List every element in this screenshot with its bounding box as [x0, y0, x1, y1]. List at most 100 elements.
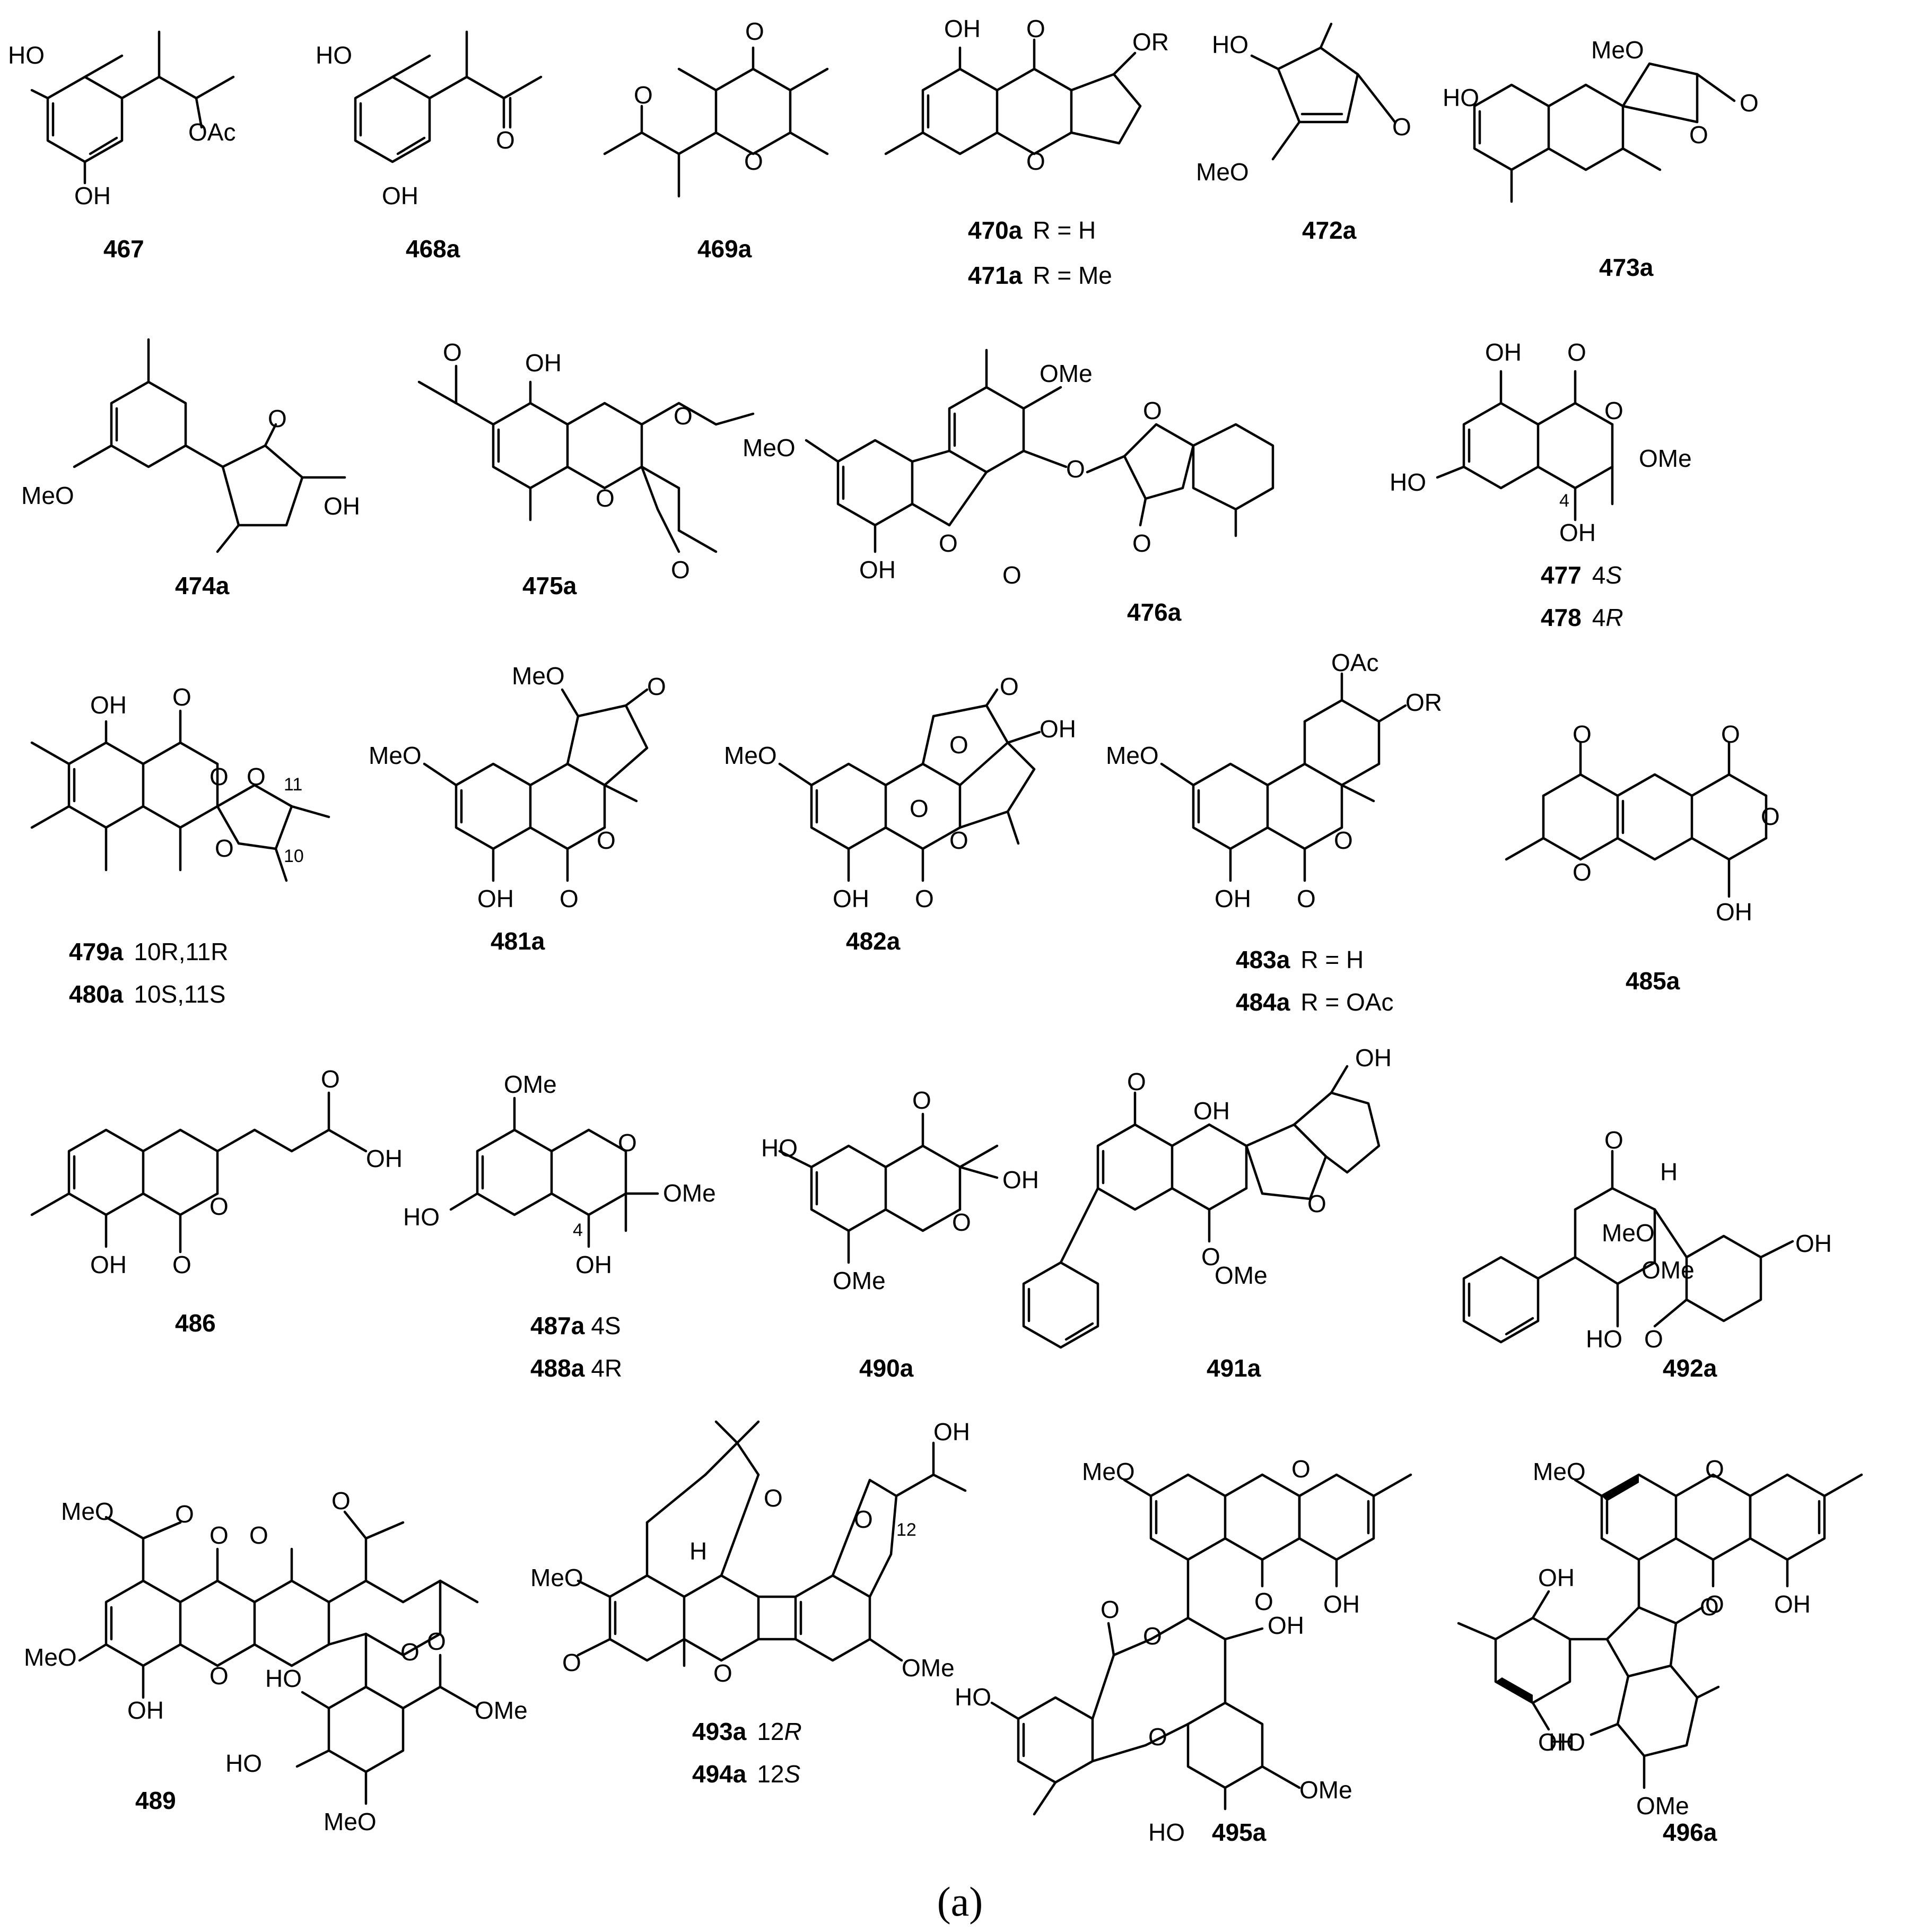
svg-text:HO: HO [265, 1665, 302, 1692]
structure-468a: HO OH O [316, 30, 543, 210]
svg-text:O: O [1026, 147, 1045, 175]
svg-text:MeO: MeO [1591, 36, 1644, 64]
svg-text:HO: HO [1549, 1728, 1585, 1756]
svg-text:O: O [1307, 1190, 1326, 1217]
svg-text:O: O [1644, 1325, 1663, 1353]
svg-text:O: O [1002, 561, 1021, 589]
structure-472a: HO O MeO [1196, 22, 1411, 186]
svg-text:OAc: OAc [188, 118, 235, 146]
svg-text:O: O [1201, 1243, 1220, 1270]
svg-text:O: O [764, 1484, 783, 1512]
compound-label: 492a [1663, 1354, 1717, 1382]
svg-text:HO: HO [316, 41, 352, 69]
structure-487a-488a: OMe O OMe HO OH 4 [403, 1071, 716, 1278]
svg-text:OMe: OMe [475, 1696, 528, 1724]
compound-label: 489 [135, 1787, 176, 1814]
svg-text:OMe: OMe [1215, 1261, 1268, 1289]
svg-text:MeO: MeO [1082, 1458, 1135, 1485]
compound-label: 490a [859, 1354, 914, 1382]
compound-label: 476a [1127, 598, 1182, 626]
svg-text:HO: HO [1212, 31, 1248, 58]
svg-text:MeO: MeO [1106, 742, 1159, 769]
structure-496a: MeO O O OH OH O OH HO OMe [1457, 1455, 1863, 1820]
structure-470a-471a: OH O O OR [884, 15, 1169, 175]
svg-text:O: O [209, 1662, 229, 1690]
svg-text:OH: OH [525, 349, 562, 377]
svg-text:OH: OH [1323, 1590, 1360, 1618]
svg-text:O: O [1132, 529, 1151, 557]
svg-text:OMe: OMe [504, 1071, 557, 1098]
svg-text:OH: OH [477, 885, 514, 912]
svg-text:O: O [1392, 113, 1411, 141]
svg-text:O: O [172, 683, 191, 711]
svg-text:OH: OH [1193, 1097, 1230, 1125]
svg-text:HO: HO [403, 1203, 440, 1231]
svg-text:O: O [1573, 720, 1592, 748]
svg-text:OMe: OMe [833, 1267, 886, 1294]
svg-text:OMe: OMe [1641, 1256, 1695, 1284]
svg-text:O: O [647, 673, 666, 700]
svg-text:OH: OH [1538, 1728, 1575, 1756]
svg-text:O: O [1604, 397, 1623, 424]
structure-481a: MeO O MeO O OH O [369, 662, 666, 912]
svg-text:OH: OH [74, 182, 111, 210]
svg-text:OH: OH [1795, 1230, 1832, 1257]
svg-text:HO: HO [1390, 468, 1426, 496]
svg-text:OH: OH [382, 182, 418, 210]
panel-label: (a) [937, 1878, 983, 1925]
svg-text:O: O [268, 405, 287, 432]
svg-text:OR: OR [1132, 28, 1169, 56]
compound-label: 485a [1626, 967, 1680, 995]
svg-text:O: O [496, 126, 515, 154]
compound-label: 486 [175, 1309, 216, 1337]
svg-text:O: O [1721, 720, 1740, 748]
svg-text:11: 11 [284, 774, 302, 795]
svg-text:MeO: MeO [743, 434, 796, 462]
compound-label: 474a [175, 572, 230, 599]
svg-text:HO: HO [8, 41, 45, 69]
structure-493a-494a: OH O O H 12 MeO O O OMe [530, 1418, 970, 1687]
svg-text:OH: OH [575, 1251, 612, 1278]
structure-479a-480a: OH O O O O 11 10 [30, 683, 330, 882]
svg-text:OH: OH [1485, 338, 1522, 366]
structure-469a: O O O [603, 18, 829, 198]
svg-text:O: O [744, 147, 763, 175]
compound-label: 469a [697, 235, 752, 263]
svg-text:O: O [939, 529, 958, 557]
svg-text:O: O [1700, 1593, 1719, 1621]
svg-text:OH: OH [1559, 519, 1596, 546]
svg-text:MeO: MeO [724, 742, 777, 769]
svg-text:OH: OH [1040, 715, 1076, 743]
svg-text:OH: OH [1268, 1612, 1304, 1639]
svg-text:O: O [597, 826, 616, 854]
structure-475a: OH O O O O [417, 338, 755, 584]
svg-text:O: O [562, 1649, 581, 1676]
svg-text:O: O [634, 81, 653, 109]
structure-485a: O O O O OH [1505, 720, 1780, 926]
svg-text:O: O [1604, 1126, 1623, 1154]
svg-text:OH: OH [366, 1145, 403, 1172]
svg-text:OMe: OMe [663, 1179, 716, 1207]
svg-text:MeO: MeO [1533, 1458, 1586, 1485]
svg-text:HO: HO [955, 1683, 991, 1711]
svg-text:O: O [915, 885, 934, 912]
svg-text:H: H [1660, 1158, 1678, 1186]
svg-text:O: O [910, 795, 929, 822]
structure-473a: HO MeO O O [1443, 36, 1759, 203]
svg-text:OMe: OMe [1040, 360, 1093, 387]
svg-text:O: O [949, 826, 968, 854]
svg-text:OMe: OMe [1299, 1776, 1352, 1804]
svg-text:MeO: MeO [21, 482, 74, 509]
svg-text:O: O [952, 1208, 971, 1236]
svg-text:MeO: MeO [512, 662, 565, 690]
compound-label: 482a [846, 927, 901, 955]
compound-label: 495a [1212, 1818, 1267, 1846]
structure-474a: MeO O OH [21, 338, 360, 553]
